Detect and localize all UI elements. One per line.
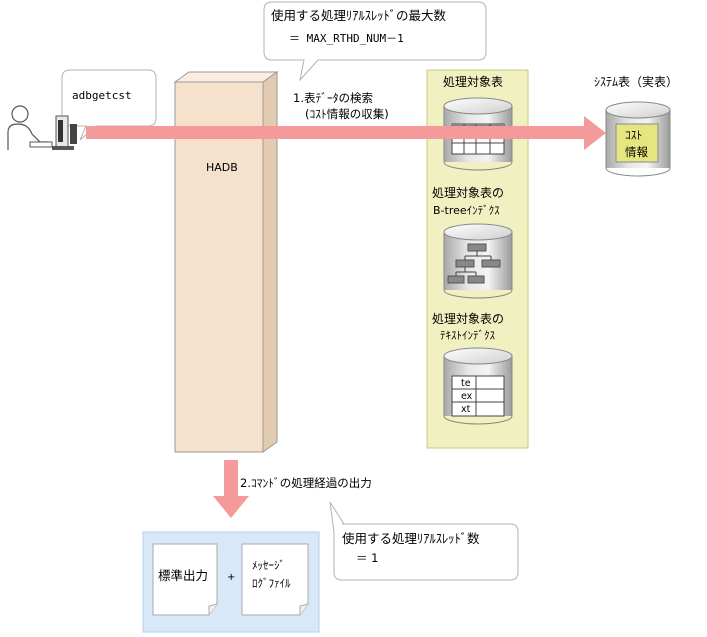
- callout-top-line2: ＝ MAX_RTHD_NUM－1: [289, 32, 404, 45]
- logfile-label-line1: ﾒｯｾｰｼﾞ: [252, 559, 285, 572]
- search-arrow: [86, 116, 606, 150]
- callout-bottom-line2: ＝ 1: [356, 551, 379, 565]
- callout-bottom-line1: 使用する処理ﾘｱﾙｽﾚｯﾄﾞ数: [342, 531, 480, 546]
- system-table-title: ｼｽﾃﾑ表（実表）: [594, 75, 679, 89]
- btree-label-line2: B-treeｲﾝﾃﾞｸｽ: [433, 204, 500, 217]
- btree-label-line1: 処理対象表の: [432, 186, 505, 200]
- logfile-document-icon: [241, 543, 309, 616]
- output-arrow: [213, 460, 249, 518]
- btree-index-cylinder: [443, 223, 513, 299]
- text-index-label-line1: 処理対象表の: [432, 312, 505, 326]
- logfile-label-line2: ﾛｸﾞﾌｧｲﾙ: [252, 577, 291, 590]
- hadb-server-box: [173, 71, 279, 453]
- plus-sign: +: [227, 572, 236, 583]
- user-terminal-icon: [7, 105, 77, 150]
- step1-line2: (ｺｽﾄ情報の収集): [305, 107, 389, 121]
- text-index-row-2: ex: [461, 391, 473, 402]
- step2-label: 2.ｺﾏﾝﾄﾞの処理経過の出力: [240, 476, 372, 490]
- text-index-row-3: xt: [461, 404, 471, 415]
- callout-bubble-bottom: [329, 501, 519, 581]
- server-label: HADB: [206, 161, 238, 174]
- text-index-label-line2: ﾃｷｽﾄｲﾝﾃﾞｸｽ: [440, 329, 495, 342]
- system-table-label-line1: ｺｽﾄ: [625, 128, 643, 142]
- stdout-document-icon: [152, 543, 218, 616]
- system-table-cylinder: [605, 101, 671, 177]
- text-index-row-1: te: [461, 378, 471, 389]
- text-index-cylinder: [443, 347, 513, 425]
- system-table-label-line2: 情報: [625, 145, 648, 159]
- callout-bubble-top: [263, 1, 487, 82]
- command-label: adbgetcst: [72, 89, 132, 102]
- step1-line1: 1.表ﾃﾞｰﾀの検索: [293, 91, 373, 105]
- target-table-title: 処理対象表: [443, 75, 504, 89]
- stdout-label: 標準出力: [158, 568, 209, 583]
- callout-top-line1: 使用する処理ﾘｱﾙｽﾚｯﾄﾞの最大数: [271, 8, 447, 23]
